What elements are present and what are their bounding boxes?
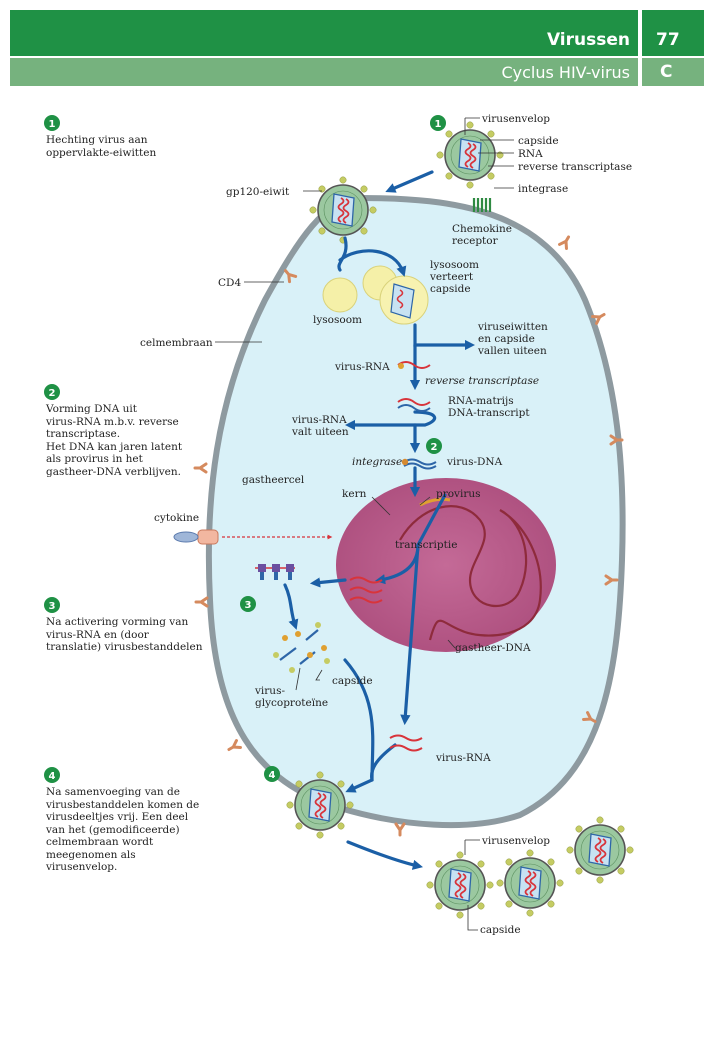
label-lysosoom: lysosoom <box>313 314 362 326</box>
label-gastheer-dna: gastheer-DNA <box>455 642 531 654</box>
subtitle: Cyclus HIV-virus <box>501 63 630 82</box>
cytokine-receptor <box>173 529 219 545</box>
page-number: 77 <box>656 30 680 50</box>
label-virus-dna: virus-DNA <box>446 456 503 468</box>
label-virus-glycoproteine: virus-glycoproteïne <box>254 685 328 709</box>
nucleus <box>336 478 556 652</box>
virus-released-3 <box>565 815 635 885</box>
label-virusenvelop: virusenvelop <box>481 113 550 125</box>
label-dna-transcript: DNA-transcript <box>448 407 530 419</box>
label-virus-rna: virus-RNA <box>334 361 390 373</box>
host-dna <box>399 505 542 641</box>
label-cd4: CD4 <box>218 277 241 289</box>
label-reverse-transcriptase: reverse transcriptase <box>518 161 632 173</box>
header-page-box <box>642 10 704 56</box>
label-gastheercel: gastheercel <box>242 474 305 486</box>
virus-incoming <box>435 120 505 190</box>
step-marker-2: 2 <box>431 442 438 453</box>
label-cytokine: cytokine <box>154 512 199 524</box>
subheader-bar <box>10 58 638 86</box>
step-number-3: 3 <box>49 601 56 612</box>
label-virusenvelop-bottom: virusenvelop <box>481 835 550 847</box>
step-4-description: Na samenvoeging van de virusbestanddelen… <box>46 786 200 873</box>
step-1-description: Hechting virus aan oppervlakte-eiwitten <box>46 134 157 159</box>
step-marker-1: 1 <box>435 119 442 130</box>
chapter-title: Virussen <box>546 30 630 50</box>
chemokine-receptor <box>472 198 492 212</box>
label-capside-bottom: capside <box>480 924 521 936</box>
label-capside: capside <box>518 135 559 147</box>
header-bar <box>10 10 638 56</box>
virus-attached <box>308 175 378 245</box>
label-rna: RNA <box>518 148 543 160</box>
label-gp120: gp120-eiwit <box>226 186 290 198</box>
lysosome-small <box>322 277 358 313</box>
step-number-4: 4 <box>49 771 56 782</box>
step-marker-3: 3 <box>245 600 252 611</box>
step-marker-4: 4 <box>269 770 276 781</box>
subheader-section-box <box>642 58 704 86</box>
label-integrase: integrase <box>518 183 568 195</box>
step-number-1: 1 <box>49 119 56 130</box>
step-number-2: 2 <box>49 388 56 399</box>
label-kern: kern <box>342 488 367 500</box>
label-rna-matrijs: RNA-matrijs <box>448 395 514 407</box>
label-virus-rna-bottom: virus-RNA <box>435 752 491 764</box>
step-2-description: Vorming DNA uit virus-RNA m.b.v. reverse… <box>46 403 183 478</box>
virus-released-2 <box>495 848 565 918</box>
label-celmembraan: celmembraan <box>140 337 213 349</box>
virus-released-1 <box>425 850 495 920</box>
label-capside-mid: capside <box>332 675 373 687</box>
label-provirus: provirus <box>436 488 481 500</box>
step-3-description: Na activering vorming van virus-RNA en (… <box>46 616 203 653</box>
label-integrase-step: integrase <box>352 456 402 468</box>
label-transcriptie: transcriptie <box>395 539 457 551</box>
section-letter: C <box>660 62 673 82</box>
label-reverse-transcriptase-step: reverse transcriptase <box>425 375 539 387</box>
virus-budding <box>285 770 355 840</box>
